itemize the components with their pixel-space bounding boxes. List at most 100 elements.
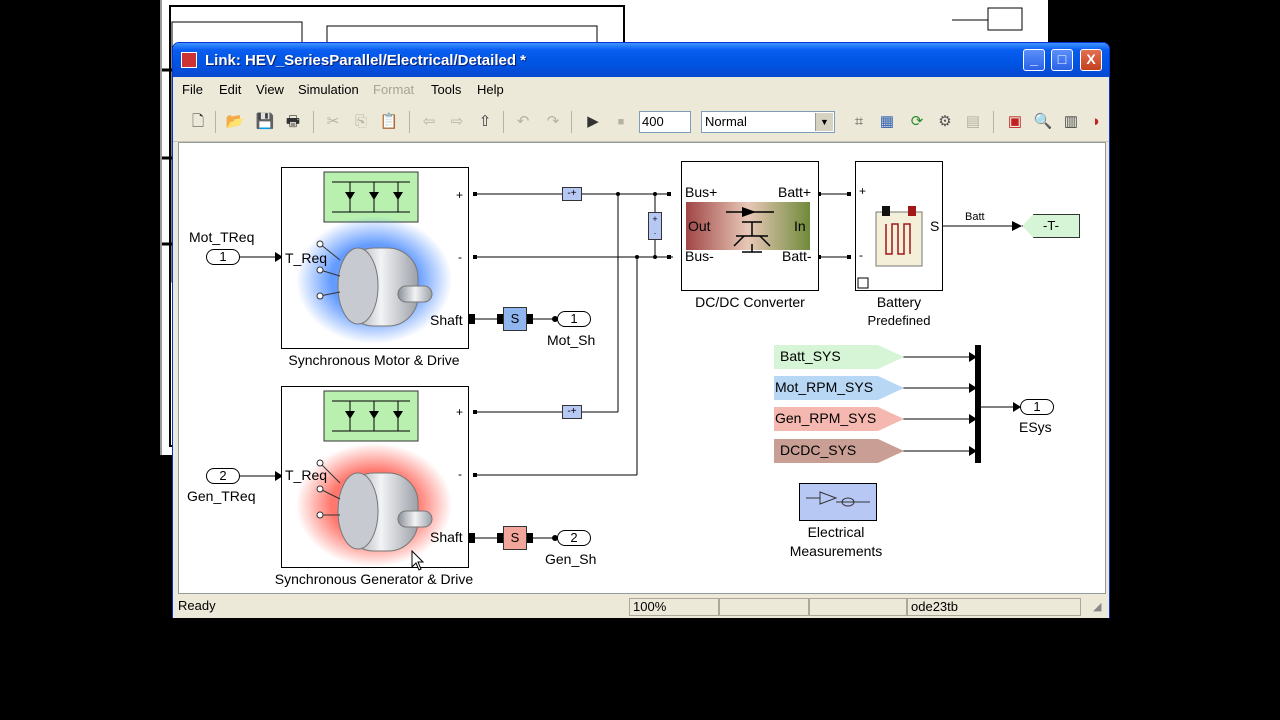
minimize-button[interactable]: _ [1023,49,1045,71]
outport-esys-label: ESys [1019,419,1052,435]
new-icon[interactable]: 🗋 [191,113,205,130]
battery-block[interactable]: + - S [855,161,943,291]
toolbar-separator [503,111,504,133]
status-solver: ode23tb [907,598,1081,616]
toolbar: 🗋 📂 💾 🖶 ✂ ⎘ 📋 ⇦ ⇨ ⇧ ↶ ↷ ▶ ■ 400 Normal ▼… [173,103,1109,142]
forward-icon[interactable]: ⇨ [450,113,464,130]
toolbar-separator [215,111,216,133]
mode-icon[interactable]: ▣ [1007,113,1023,130]
dcdc-block-name: DC/DC Converter [695,294,805,310]
motor-plus-terminal: + [456,188,464,202]
dcdc-bus-plus-label: Bus+ [685,184,718,200]
generator-shaft-port-label: Shaft [430,529,463,545]
debug-icon[interactable]: ▤ [965,113,981,130]
outport-gen-sh[interactable]: 2 [557,530,591,546]
motor-drive-icon [296,171,452,344]
simulation-mode-select[interactable]: Normal ▼ [701,111,835,133]
more-icon[interactable]: ◑ [1090,113,1100,130]
dcdc-converter-block[interactable]: Bus+ Bus- Batt+ Batt- Out In [681,161,819,291]
update-diagram-icon[interactable]: ⟳ [910,113,924,130]
library-browser-icon[interactable]: ⌗ [854,113,864,130]
generator-treq-port-label: T_Req [285,467,328,483]
chevron-down-icon[interactable]: ▼ [815,113,833,131]
from-batt-sys[interactable]: Batt_SYS [774,345,904,369]
resize-grip-icon[interactable]: ◢ [1093,601,1102,613]
from-mot-rpm-sys[interactable]: Mot_RPM_SYS [774,376,904,400]
print-icon[interactable]: 🖶 [285,113,301,130]
voltage-sensor[interactable]: +. [648,212,662,240]
dcdc-batt-plus-label: Batt+ [778,184,812,200]
batt-signal-label: Batt [965,211,985,223]
motor-speed-sensor[interactable]: S [503,307,527,331]
status-ready: Ready [178,598,216,613]
undo-icon[interactable]: ↶ [516,113,530,130]
battery-soc-port-label: S [930,218,940,234]
toolbar-separator [993,111,994,133]
maximize-button[interactable]: □ [1051,49,1073,71]
run-icon[interactable]: ▶ [587,113,599,130]
inport-gen-treq[interactable]: 2 [206,468,240,484]
generator-drive-icon [296,390,452,567]
menu-format[interactable]: Format [373,82,415,97]
title-bar[interactable]: Link: HEV_SeriesParallel/Electrical/Deta… [173,43,1109,77]
inport-mot-treq[interactable]: 1 [206,249,240,265]
battery-icon [857,206,923,289]
generator-minus-terminal: - [458,467,462,481]
close-button[interactable]: X [1080,49,1102,71]
cut-icon[interactable]: ✂ [326,113,340,130]
menu-tools[interactable]: Tools [431,82,462,97]
model-explorer-icon[interactable]: ▦ [879,113,895,130]
open-icon[interactable]: 📂 [225,113,245,130]
battery-minus-terminal: - [859,248,863,262]
outport-mot-sh[interactable]: 1 [557,311,591,327]
from-dcdc-sys[interactable]: DCDC_SYS [774,439,904,463]
dcdc-out-label: Out [688,218,711,234]
simulation-mode-value: Normal [705,114,747,129]
electrical-measurements-block[interactable] [799,483,877,521]
paste-icon[interactable]: 📋 [379,113,399,130]
stop-icon[interactable]: ■ [617,116,625,128]
outport-esys[interactable]: 1 [1020,399,1054,415]
synchronous-generator-drive-block[interactable]: + - T_Req Shaft [281,386,469,568]
model-window: Link: HEV_SeriesParallel/Electrical/Deta… [172,42,1110,618]
outport-mot-sh-label: Mot_Sh [547,332,596,348]
outport-gen-sh-label: Gen_Sh [545,551,597,567]
goto-batt-tag[interactable]: -T- [1022,214,1080,238]
menu-simulation[interactable]: Simulation [298,82,359,97]
igbt-icon [726,207,774,253]
toolbar-separator [409,111,410,133]
current-sensor-generator[interactable]: -+ [562,405,582,419]
inport-gen-treq-label: Gen_TReq [187,488,256,504]
menu-file[interactable]: File [182,82,203,97]
inport-mot-treq-label: Mot_TReq [189,229,255,245]
window-title: Link: HEV_SeriesParallel/Electrical/Deta… [205,52,526,69]
menu-edit[interactable]: Edit [219,82,242,97]
menu-view[interactable]: View [256,82,284,97]
redo-icon[interactable]: ↷ [546,113,560,130]
diagram-canvas[interactable]: 1 Mot_TReq 2 Gen_TReq + - [178,142,1106,594]
current-sensor-motor[interactable]: -+ [562,187,582,201]
measurements-block-name: Electrical Measurements [789,524,883,559]
connection-lines [239,192,1022,543]
build-icon[interactable]: ⚙ [938,113,952,130]
motor-minus-terminal: - [458,250,462,264]
motor-shaft-port-label: Shaft [430,312,463,328]
bus-creator-block[interactable] [975,345,981,463]
dcdc-in-label: In [794,218,806,234]
up-icon[interactable]: ⇧ [478,113,492,130]
save-icon[interactable]: 💾 [255,113,275,130]
status-bar: Ready 100% ode23tb ◢ [173,596,1109,618]
battery-block-subname: Predefined [867,313,931,328]
toolbar-separator [313,111,314,133]
generator-speed-sensor[interactable]: S [503,526,527,550]
back-icon[interactable]: ⇦ [422,113,436,130]
find-icon[interactable]: 🔍 [1033,113,1053,130]
synchronous-motor-drive-block[interactable]: + - T_Req Shaft [281,167,469,349]
motor-block-name: Synchronous Motor & Drive [288,352,460,368]
stop-time-input[interactable]: 400 [639,111,691,133]
from-gen-rpm-sys[interactable]: Gen_RPM_SYS [774,407,904,431]
simulink-app-icon[interactable] [181,52,197,68]
explorer-icon[interactable]: ▥ [1063,113,1079,130]
copy-icon[interactable]: ⎘ [354,113,367,130]
menu-help[interactable]: Help [477,82,504,97]
